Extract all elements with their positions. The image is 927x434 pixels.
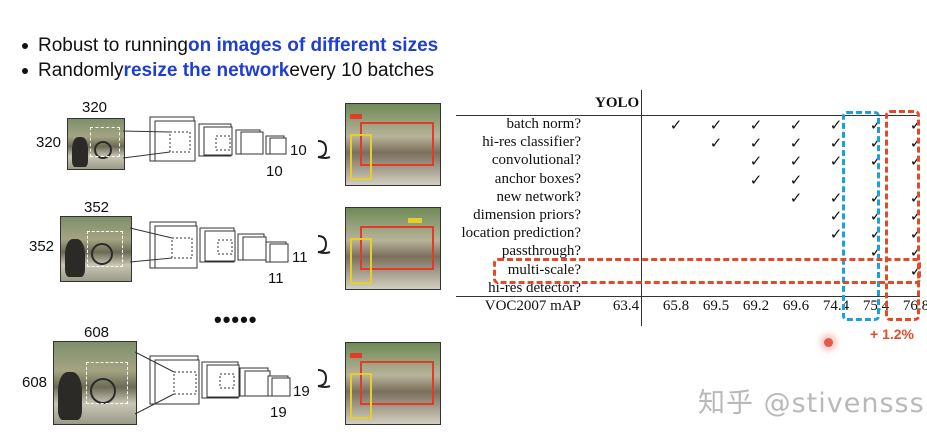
highlight-box-blue bbox=[842, 111, 880, 321]
watermark: 知乎 @stivensss bbox=[698, 388, 925, 419]
map-value: 69.2 bbox=[742, 298, 770, 314]
highlight-box-red-row bbox=[493, 258, 921, 284]
checkmark-icon: ✓ bbox=[829, 154, 843, 171]
checkmark-icon: ✓ bbox=[829, 136, 843, 153]
bullet-dot-icon bbox=[22, 67, 28, 74]
checkmark-icon: ✓ bbox=[669, 118, 683, 134]
input-image bbox=[60, 216, 132, 282]
map-value: 63.4 bbox=[612, 298, 640, 314]
table-row-label: multi-scale? bbox=[507, 261, 581, 278]
highlight-box-red-column bbox=[885, 110, 920, 321]
table-row-label: batch norm? bbox=[506, 116, 581, 132]
table-row-label: convolutional? bbox=[491, 152, 581, 169]
input-size-top-label: 352 bbox=[84, 199, 110, 216]
detection-output-image bbox=[345, 103, 441, 186]
bullet-item: Randomly resize the network every 10 bat… bbox=[22, 58, 438, 83]
table-header-yolo: YOLO bbox=[595, 95, 640, 111]
map-value: 76.8 bbox=[902, 298, 927, 314]
bullet-list: Robust to running on images of different… bbox=[22, 33, 438, 83]
network-diagram-608 bbox=[134, 351, 331, 415]
checkmark-icon: ✓ bbox=[829, 118, 843, 134]
input-size-side-label: 320 bbox=[36, 134, 62, 151]
bullet-dot-icon bbox=[22, 42, 28, 49]
network-diagram-320 bbox=[122, 116, 331, 162]
checkmark-icon: ✓ bbox=[829, 209, 843, 225]
checkmark-icon: ✓ bbox=[749, 118, 763, 134]
bullet-text-pre: Randomly bbox=[38, 59, 124, 81]
checkmark-icon: ✓ bbox=[789, 172, 803, 189]
checkmark-icon: ✓ bbox=[709, 118, 723, 134]
map-value: 69.6 bbox=[782, 298, 810, 314]
table-row-label: dimension priors? bbox=[473, 207, 581, 223]
input-size-side-label: 352 bbox=[29, 238, 55, 255]
table-row-label: passthrough? bbox=[501, 243, 581, 260]
table-vertical-divider bbox=[641, 90, 642, 326]
checkmark-icon: ✓ bbox=[749, 172, 763, 189]
input-size-top-label: 320 bbox=[82, 99, 108, 116]
checkmark-icon: ✓ bbox=[789, 154, 803, 171]
grid-size-label-bottom: 10 bbox=[266, 163, 283, 180]
input-size-top-label: 608 bbox=[84, 324, 110, 341]
bullet-highlight: resize the network bbox=[123, 59, 290, 81]
checkmark-icon: ✓ bbox=[789, 118, 803, 134]
network-diagram-352 bbox=[129, 221, 331, 269]
map-value: 69.5 bbox=[702, 298, 730, 314]
bullet-highlight: on images of different sizes bbox=[188, 34, 439, 56]
ellipsis: ••••• bbox=[214, 307, 258, 332]
table-top-rule bbox=[456, 115, 920, 116]
checkmark-icon: ✓ bbox=[749, 154, 763, 171]
bullet-text-pre: Robust to running bbox=[38, 34, 188, 56]
detection-output-image bbox=[345, 342, 441, 425]
grid-size-label: 19 bbox=[293, 383, 310, 400]
table-mid-rule bbox=[456, 296, 920, 297]
table-row-label: hi-res classifier? bbox=[482, 134, 581, 151]
grid-size-label: 11 bbox=[292, 249, 308, 266]
map-value: 75.4 bbox=[862, 298, 890, 314]
input-image bbox=[53, 341, 137, 425]
bullet-item: Robust to running on images of different… bbox=[22, 33, 438, 58]
cursor-pointer-icon bbox=[824, 338, 833, 347]
checkmark-icon: ✓ bbox=[709, 136, 723, 153]
grid-size-label: 10 bbox=[290, 142, 307, 159]
checkmark-icon: ✓ bbox=[789, 190, 803, 207]
checkmark-icon: ✓ bbox=[829, 190, 843, 207]
table-row-label: location prediction? bbox=[461, 225, 581, 242]
improvement-label: + 1.2% bbox=[870, 326, 914, 342]
grid-size-label-bottom: 11 bbox=[268, 270, 284, 287]
table-row: anchor boxes? ✓ ✓ bbox=[456, 171, 926, 189]
detection-output-image bbox=[345, 207, 441, 290]
table-row-label: anchor boxes? bbox=[494, 170, 581, 187]
map-row-label: VOC2007 mAP bbox=[484, 298, 581, 314]
bullet-text-post: every 10 batches bbox=[289, 59, 435, 81]
checkmark-icon: ✓ bbox=[789, 136, 803, 153]
map-value: 65.8 bbox=[662, 298, 690, 314]
checkmark-icon: ✓ bbox=[749, 136, 763, 153]
checkmark-icon: ✓ bbox=[829, 227, 843, 244]
table-row-label: new network? bbox=[496, 188, 581, 205]
grid-size-label-bottom: 19 bbox=[270, 404, 287, 421]
input-image bbox=[67, 118, 125, 170]
input-size-side-label: 608 bbox=[22, 374, 48, 391]
